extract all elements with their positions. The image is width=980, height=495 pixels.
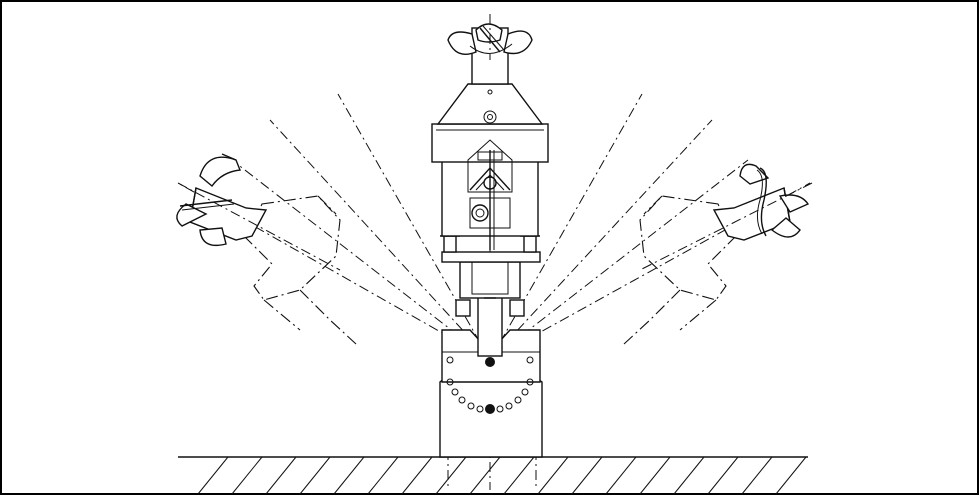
- lock-bolt: [485, 404, 495, 414]
- left-ghost-mixer: [176, 153, 357, 345]
- pivot-bolt: [485, 357, 495, 367]
- ground-hatching: [178, 456, 808, 495]
- adjustment-holes: [446, 378, 534, 413]
- top-propeller: [447, 14, 533, 60]
- motor-housing: [431, 83, 549, 250]
- mount-shaft: [455, 261, 525, 357]
- base-bracket: [439, 329, 543, 458]
- right-ghost-mixer: [623, 163, 813, 345]
